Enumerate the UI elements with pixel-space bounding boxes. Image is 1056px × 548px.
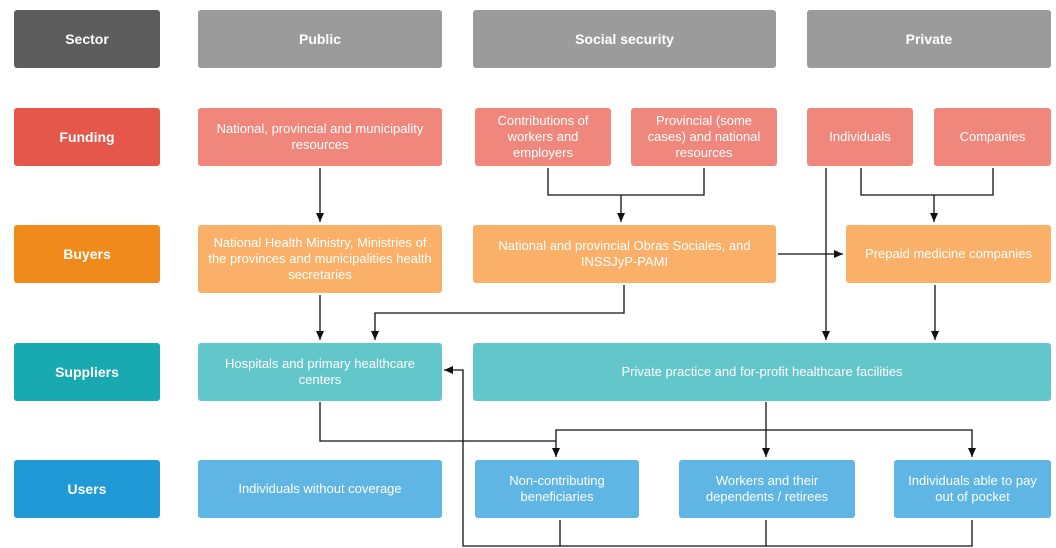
arrow-private-funding-merge: [860, 168, 994, 196]
sector-public: Public: [198, 10, 442, 68]
buyer-social-security: National and provincial Obras Sociales, …: [473, 225, 776, 283]
supplier-public: Hospitals and primary healthcare centers: [198, 343, 442, 401]
user-no-coverage: Individuals without coverage: [198, 460, 442, 518]
supplier-private: Private practice and for-profit healthca…: [473, 343, 1051, 401]
user-out-of-pocket: Individuals able to pay out of pocket: [894, 460, 1051, 518]
arrow-public-supplier-to-users: [319, 402, 556, 442]
arrow-private-supplier-to-out-of-pocket: [766, 429, 976, 457]
row-label-users: Users: [14, 460, 160, 518]
row-label-suppliers: Suppliers: [14, 343, 160, 401]
funding-ss-contributions: Contributions of workers and employers: [475, 108, 611, 166]
arrow-ss-funding-merge: [547, 168, 705, 196]
arrow-users-to-public-supplier: [444, 366, 561, 547]
user-workers: Workers and their dependents / retirees: [679, 460, 855, 518]
funding-private-companies: Companies: [934, 108, 1051, 166]
funding-public: National, provincial and municipality re…: [198, 108, 442, 166]
sector-private: Private: [807, 10, 1051, 68]
user-non-contributing: Non-contributing beneficiaries: [475, 460, 639, 518]
row-label-sector: Sector: [14, 10, 160, 68]
row-label-buyers: Buyers: [14, 225, 160, 283]
funding-private-individuals: Individuals: [807, 108, 913, 166]
row-label-funding: Funding: [14, 108, 160, 166]
arrow-ss-buyer-to-public-supplier: [371, 285, 625, 340]
funding-ss-provincial: Provincial (some cases) and national res…: [631, 108, 777, 166]
sector-social-security: Social security: [473, 10, 776, 68]
arrow-users-bottom-line: [560, 520, 973, 547]
buyer-private: Prepaid medicine companies: [846, 225, 1051, 283]
buyer-public: National Health Ministry, Ministries of …: [198, 225, 442, 293]
arrow-private-supplier-branch: [552, 402, 767, 457]
